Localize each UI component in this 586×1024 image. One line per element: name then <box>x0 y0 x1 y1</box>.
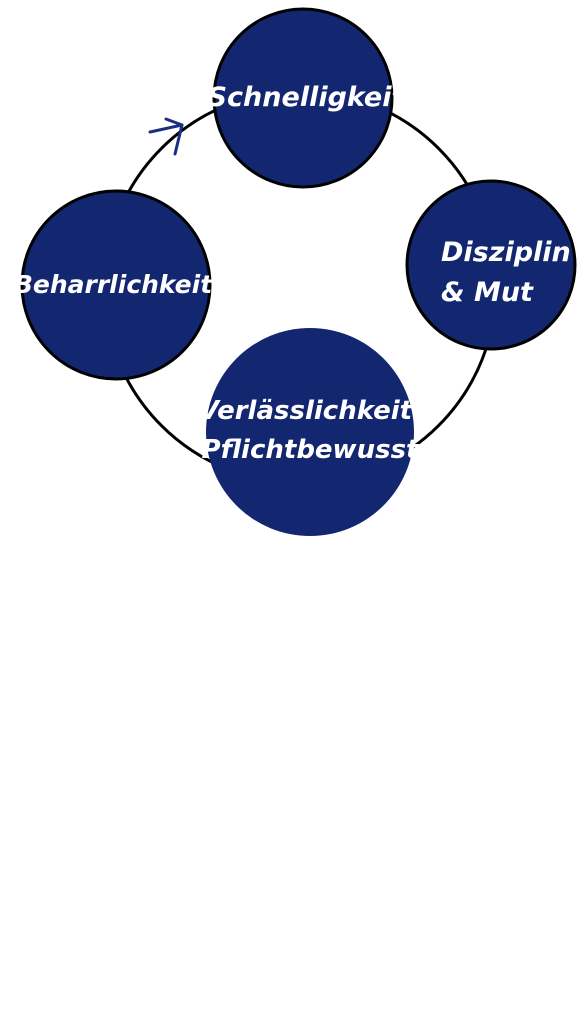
node-schnelligkeit-label: Schnelligkeit <box>208 82 406 113</box>
node-schnelligkeit-label-line: Schnelligkeit <box>208 82 406 113</box>
node-schnelligkeit: Schnelligkeit <box>208 7 406 189</box>
arrow-clockwise-icon <box>148 117 184 156</box>
node-disziplin-label-line: & Mut <box>441 277 534 308</box>
node-disziplin-label: Disziplin & Mut <box>441 237 580 308</box>
node-verlaesslichkeit-label: Verlässlichkeit Pflichtbewusst <box>199 396 421 465</box>
node-verlaesslichkeit-circle <box>206 328 414 536</box>
node-verlaesslichkeit-label-line: Verlässlichkeit <box>199 396 414 426</box>
node-disziplin-circle <box>405 179 577 351</box>
node-disziplin: Disziplin & Mut <box>405 179 580 351</box>
node-beharrlichkeit: Beharrlichkeit <box>14 189 213 381</box>
node-verlaesslichkeit: Verlässlichkeit Pflichtbewusst <box>199 328 421 536</box>
node-schnelligkeit-circle <box>212 7 394 189</box>
node-beharrlichkeit-label-line: Beharrlichkeit <box>14 270 213 299</box>
node-disziplin-label-line: Disziplin <box>441 237 571 268</box>
node-beharrlichkeit-label: Beharrlichkeit <box>14 270 213 299</box>
node-verlaesslichkeit-label-line: Pflichtbewusst <box>202 435 421 465</box>
node-beharrlichkeit-circle <box>20 189 212 381</box>
